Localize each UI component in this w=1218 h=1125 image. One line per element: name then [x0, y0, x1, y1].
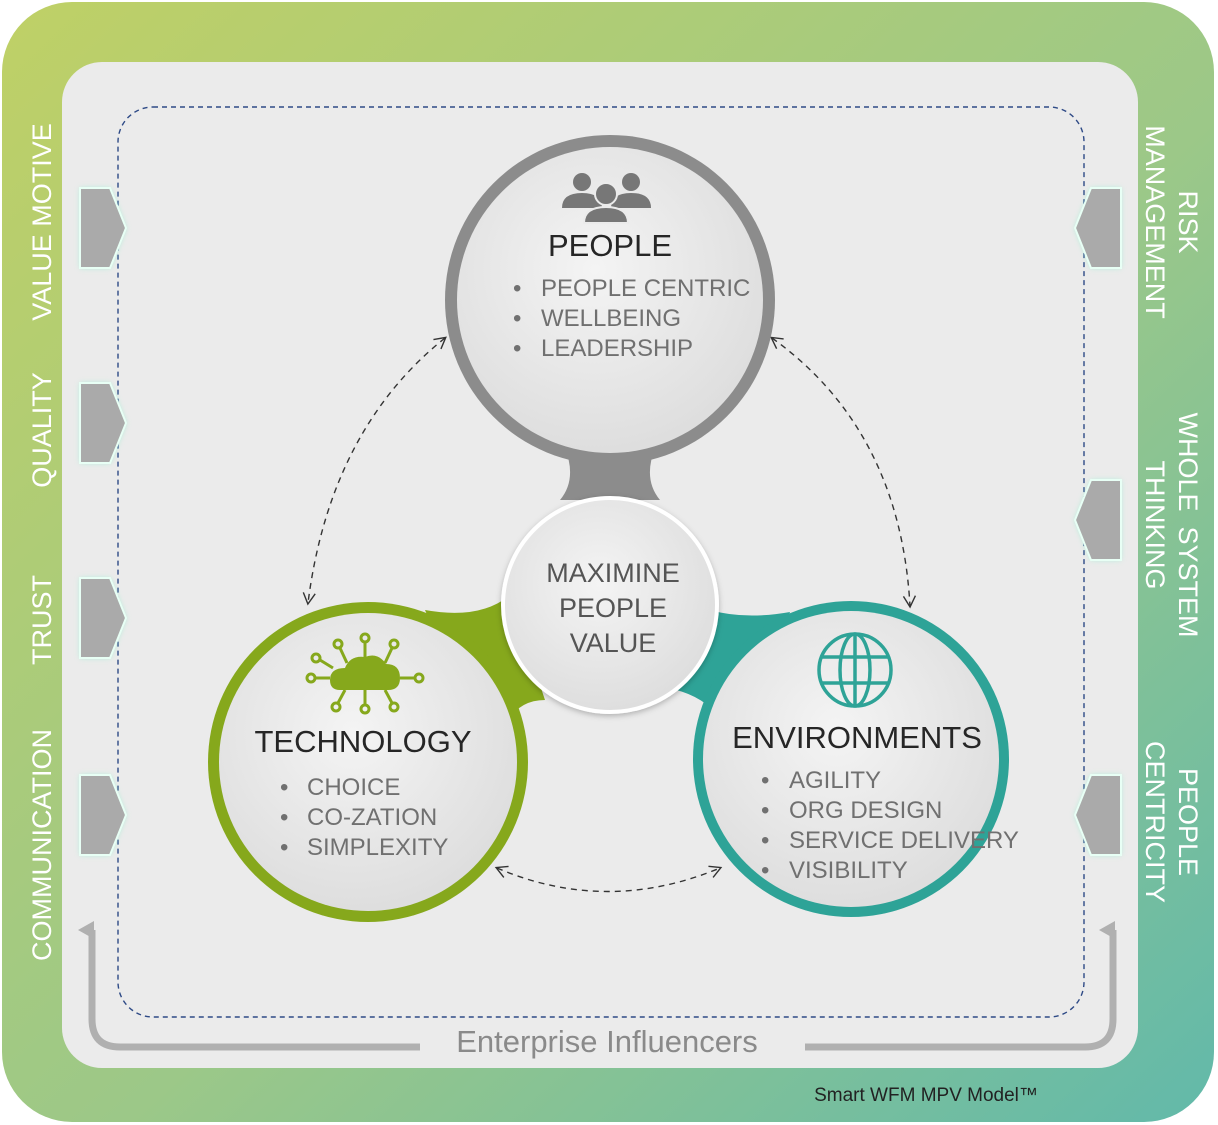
chevron-left-1: [79, 187, 128, 269]
people-node: PEOPLE • PEOPLE CENTRIC • WELLBEING • LE…: [445, 135, 775, 465]
environments-node: ENVIRONMENTS • AGILITY • ORG DESIGN • SE…: [693, 601, 1019, 917]
technology-bullet-1: CHOICE: [307, 774, 400, 801]
technology-bullet-2: CO-ZATION: [307, 804, 437, 831]
people-disc: [457, 147, 763, 453]
svg-text:•: •: [513, 335, 521, 362]
chevron-left-2: [79, 382, 128, 464]
people-bullet-3: LEADERSHIP: [541, 335, 693, 362]
chevron-left-3: [79, 577, 128, 659]
svg-text:•: •: [761, 797, 769, 824]
svg-text:•: •: [761, 827, 769, 854]
svg-text:•: •: [513, 305, 521, 332]
center-node: MAXIMINE PEOPLE VALUE: [501, 496, 719, 714]
people-bullet-2: WELLBEING: [541, 305, 681, 332]
people-bullets: • PEOPLE CENTRIC • WELLBEING • LEADERSHI…: [513, 275, 750, 362]
svg-text:•: •: [761, 857, 769, 884]
left-chevrons: [79, 187, 128, 856]
left-label-value-motive: VALUE MOTIVE: [27, 123, 57, 321]
center-line-2: PEOPLE: [559, 593, 667, 623]
environments-bullet-4: VISIBILITY: [789, 857, 908, 884]
center-line-3: VALUE: [570, 628, 657, 658]
bottom-arrow-left: [78, 921, 420, 1051]
environments-disc: [703, 611, 999, 907]
right-label-whole-system: WHOLE SYSTEM: [1173, 412, 1203, 637]
environments-bullet-2: ORG DESIGN: [789, 797, 942, 824]
arrow-technology-environments: [494, 865, 723, 893]
technology-node: TECHNOLOGY • CHOICE • CO-ZATION • SIMPLE…: [208, 602, 528, 922]
left-label-trust: TRUST: [27, 575, 57, 665]
globe-icon: [817, 632, 893, 708]
dashed-boundary: [117, 106, 1085, 1018]
chevron-right-2: [1073, 479, 1122, 561]
svg-text:•: •: [280, 774, 288, 801]
right-label-thinking: THINKING: [1140, 460, 1170, 589]
cloud-network-icon: [305, 632, 425, 715]
svg-text:•: •: [280, 804, 288, 831]
environments-bullets: • AGILITY • ORG DESIGN • SERVICE DELIVER…: [761, 767, 1019, 884]
left-label-communication: COMMUNICATION: [27, 729, 57, 961]
model-footer: Smart WFM MPV Model™: [814, 1085, 1038, 1106]
left-labels: VALUE MOTIVE QUALITY TRUST COMMUNICATION: [27, 123, 57, 961]
bottom-arrow-right: [805, 921, 1117, 1051]
environments-bullet-3: SERVICE DELIVERY: [789, 827, 1019, 854]
chevron-right-3: [1073, 774, 1122, 856]
left-label-quality: QUALITY: [27, 372, 57, 488]
environments-title: ENVIRONMENTS: [732, 720, 982, 755]
technology-bullets: • CHOICE • CO-ZATION • SIMPLEXITY: [280, 774, 448, 861]
svg-text:•: •: [513, 275, 521, 302]
technology-title: TECHNOLOGY: [254, 724, 471, 759]
environments-bullet-1: AGILITY: [789, 767, 881, 794]
right-label-centricity: CENTRICITY: [1140, 741, 1170, 903]
svg-text:•: •: [280, 834, 288, 861]
people-title: PEOPLE: [548, 228, 672, 263]
center-disc: [501, 496, 719, 714]
svg-text:•: •: [761, 767, 769, 794]
right-label-people: PEOPLE: [1173, 768, 1203, 876]
right-chevrons: [1073, 187, 1122, 856]
right-labels: RISK MANAGEMENT WHOLE SYSTEM THINKING PE…: [1140, 125, 1203, 903]
arrow-people-environments: [770, 336, 917, 609]
technology-bullet-3: SIMPLEXITY: [307, 834, 448, 861]
people-bullet-1: PEOPLE CENTRIC: [541, 275, 750, 302]
arrow-people-technology: [302, 336, 447, 606]
technology-disc: [219, 613, 517, 911]
people-group-icon: [562, 173, 651, 224]
enterprise-influencers-label: Enterprise Influencers: [456, 1024, 758, 1059]
chevron-left-4: [79, 774, 128, 856]
right-label-risk: RISK: [1173, 190, 1203, 253]
center-line-1: MAXIMINE: [546, 558, 680, 588]
chevron-right-1: [1073, 187, 1122, 269]
right-label-management: MANAGEMENT: [1140, 125, 1170, 319]
